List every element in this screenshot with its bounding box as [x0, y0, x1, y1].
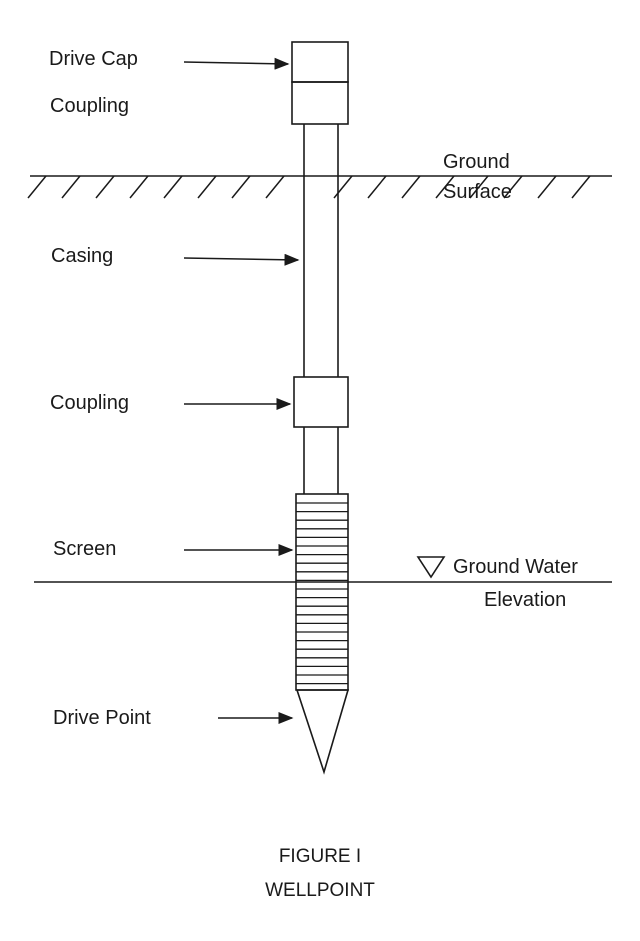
- figure-number: FIGURE I: [278, 846, 362, 867]
- arrow-casing: [183, 253, 300, 266]
- casing-pipe-lower: [303, 427, 339, 494]
- label-ground-water-line1: Ground Water: [453, 556, 578, 578]
- middle-coupling-block: [293, 376, 349, 428]
- label-screen: Screen: [53, 538, 117, 560]
- ground-surface-line: [27, 175, 612, 199]
- casing-pipe-upper: [303, 124, 339, 377]
- drive-cap-block: [291, 41, 349, 83]
- label-coupling-top: Coupling: [50, 95, 129, 117]
- label-ground-surface-line1: Ground: [443, 151, 510, 173]
- figure-title: WELLPOINT: [265, 880, 375, 901]
- screen-section: [295, 493, 349, 691]
- label-drive-point: Drive Point: [53, 707, 151, 729]
- label-coupling-mid: Coupling: [50, 392, 129, 414]
- label-drive-cap: Drive Cap: [49, 48, 138, 70]
- top-coupling-block: [291, 81, 349, 125]
- arrow-drive-cap: [183, 57, 290, 70]
- label-ground-surface-line2: Surface: [443, 181, 512, 203]
- label-ground-water-line2: Elevation: [484, 589, 567, 611]
- water-level-triangle-icon: [416, 556, 446, 579]
- label-casing: Casing: [51, 245, 114, 267]
- drive-point-cone: [295, 689, 350, 775]
